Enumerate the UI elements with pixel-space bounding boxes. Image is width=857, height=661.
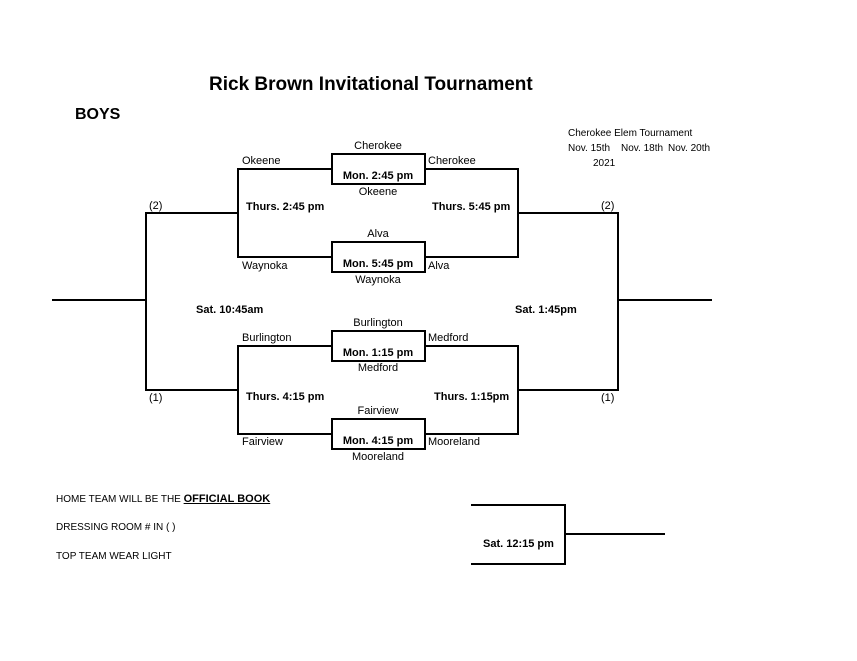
game-time-right-bottom: Thurs. 1:15pm [434, 391, 510, 403]
mon-game-3-time: Mon. 1:15 pm [342, 347, 414, 359]
team-cherokee-right: Cherokee [428, 155, 476, 167]
game-time-right-top: Thurs. 5:45 pm [432, 201, 511, 213]
mon-game-2-time: Mon. 5:45 pm [342, 258, 414, 270]
note-top-team: TOP TEAM WEAR LIGHT [56, 551, 172, 562]
tournament-name: Cherokee Elem Tournament [568, 128, 693, 139]
mon-game-1-time: Mon. 2:45 pm [342, 170, 414, 182]
date-1: Nov. 15th [568, 143, 611, 154]
seed-right-bottom: (1) [601, 392, 615, 404]
division-label: BOYS [75, 106, 121, 123]
mon-game-2-top: Alva [367, 228, 389, 240]
mon-game-box-1 [331, 153, 426, 185]
bracket-line-right-top [425, 168, 519, 258]
seed-left-bottom: (1) [149, 392, 163, 404]
bracket-line-right-bottom [425, 345, 519, 435]
seed-right-top: (2) [601, 200, 615, 212]
mon-game-4-time: Mon. 4:15 pm [342, 435, 414, 447]
mon-game-3-bottom: Medford [357, 362, 399, 374]
team-fairview-left: Fairview [242, 436, 283, 448]
team-medford-right: Medford [428, 332, 469, 344]
team-waynoka-left: Waynoka [242, 260, 288, 272]
page-title: Rick Brown Invitational Tournament [209, 74, 533, 95]
bracket-line-left-top [237, 168, 332, 258]
year: 2021 [593, 158, 616, 169]
mon-game-1-top: Cherokee [354, 140, 402, 152]
team-okeene-left: Okeene [242, 155, 281, 167]
bracket-line-final [471, 504, 566, 565]
note-home-team: HOME TEAM WILL BE THE OFFICIAL BOOK [56, 493, 270, 506]
note-dressing-room: DRESSING ROOM # IN ( ) [56, 522, 176, 533]
mon-game-4-bottom: Mooreland [352, 451, 404, 463]
seed-left-top: (2) [149, 200, 163, 212]
team-mooreland-right: Mooreland [428, 436, 480, 448]
final-time: Sat. 12:15 pm [483, 538, 554, 550]
game-time-left-top: Thurs. 2:45 pm [246, 201, 325, 213]
mon-game-box-2 [331, 241, 426, 273]
date-3: Nov. 20th [668, 143, 711, 154]
note-home-team-prefix: HOME TEAM WILL BE THE [56, 494, 181, 505]
semi-time-right: Sat. 1:45pm [515, 304, 577, 316]
mon-game-4-top: Fairview [357, 405, 399, 417]
team-alva-right: Alva [428, 260, 450, 272]
date-2: Nov. 18th [621, 143, 664, 154]
bracket-line-left-bottom [237, 345, 332, 435]
mon-game-1-bottom: Okeene [358, 186, 398, 198]
mon-game-2-bottom: Waynoka [355, 274, 401, 286]
game-time-left-bottom: Thurs. 4:15 pm [246, 391, 325, 403]
semi-time-left: Sat. 10:45am [196, 304, 264, 316]
mon-game-box-4 [331, 418, 426, 450]
mon-game-3-top: Burlington [353, 317, 403, 329]
mon-game-box-3 [331, 330, 426, 362]
team-burlington-left: Burlington [242, 332, 292, 344]
note-official-book: OFFICIAL BOOK [183, 493, 271, 505]
